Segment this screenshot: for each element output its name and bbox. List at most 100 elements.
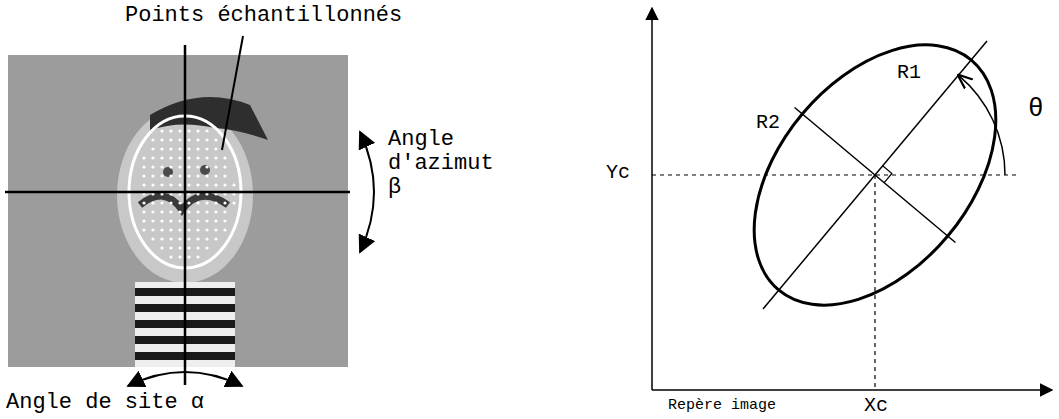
sample-point <box>169 129 172 132</box>
sample-point <box>187 165 190 168</box>
sample-point <box>205 219 208 222</box>
sample-point <box>178 183 181 186</box>
sample-point <box>151 228 154 231</box>
minor-axis <box>795 108 956 243</box>
coordinate-label: Yc <box>606 162 630 184</box>
leader-line <box>222 36 243 150</box>
sample-point <box>151 165 154 168</box>
photo <box>8 55 348 367</box>
sample-point <box>178 201 181 204</box>
sample-point <box>187 237 190 240</box>
sample-point <box>196 237 199 240</box>
sample-point <box>142 201 145 204</box>
sample-point <box>151 138 154 141</box>
sample-point <box>214 201 217 204</box>
sample-point <box>196 165 199 168</box>
angle-symbol: θ <box>1028 95 1044 124</box>
sample-point <box>160 210 163 213</box>
azimuth-arc <box>360 132 374 252</box>
sample-point <box>223 165 226 168</box>
cross-line <box>184 45 187 385</box>
sample-point <box>196 255 199 258</box>
sample-point <box>169 147 172 150</box>
sample-point <box>205 183 208 186</box>
sample-point <box>160 228 163 231</box>
sample-point <box>151 156 154 159</box>
sample-point <box>160 237 163 240</box>
sample-point <box>160 165 163 168</box>
sample-point <box>160 174 163 177</box>
sample-point <box>187 138 190 141</box>
sample-point <box>214 237 217 240</box>
site-arc <box>128 372 242 386</box>
sample-point <box>232 201 235 204</box>
frame-label: Repère image <box>668 398 776 415</box>
sample-point <box>160 138 163 141</box>
sample-point <box>178 174 181 177</box>
sample-point <box>169 237 172 240</box>
sample-point <box>178 237 181 240</box>
sample-point <box>205 237 208 240</box>
sample-point <box>205 156 208 159</box>
sample-point <box>151 210 154 213</box>
sample-point <box>205 174 208 177</box>
sample-point <box>214 174 217 177</box>
sample-point <box>151 183 154 186</box>
sample-point <box>178 228 181 231</box>
major-axis <box>763 41 987 309</box>
sample-point <box>196 219 199 222</box>
sample-point <box>223 219 226 222</box>
yc-guide <box>652 174 1020 175</box>
sample-point <box>214 219 217 222</box>
sample-point <box>160 156 163 159</box>
sample-point <box>187 156 190 159</box>
sample-point <box>169 156 172 159</box>
sample-point <box>223 183 226 186</box>
sample-point <box>205 201 208 204</box>
cross-line <box>5 191 350 194</box>
sample-point <box>223 228 226 231</box>
sample-point <box>142 228 145 231</box>
sample-point <box>169 255 172 258</box>
sample-point <box>178 138 181 141</box>
sample-point <box>160 147 163 150</box>
callout-label: Points échantillonnés <box>125 4 402 28</box>
sample-point <box>223 174 226 177</box>
sample-point <box>187 147 190 150</box>
sample-point <box>178 147 181 150</box>
sample-point <box>196 174 199 177</box>
sample-point <box>169 219 172 222</box>
sample-point <box>196 156 199 159</box>
sample-point <box>160 246 163 249</box>
sample-point <box>205 147 208 150</box>
sample-point <box>187 129 190 132</box>
sample-point <box>151 174 154 177</box>
sample-point <box>169 210 172 213</box>
sample-point <box>178 156 181 159</box>
sample-point <box>196 147 199 150</box>
photo-ground <box>8 55 348 367</box>
sample-point <box>178 129 181 132</box>
sample-point <box>187 201 190 204</box>
ellipse <box>706 0 1044 351</box>
sample-point <box>187 210 190 213</box>
sample-point <box>142 165 145 168</box>
sample-point <box>214 183 217 186</box>
theta-arc <box>959 75 1005 175</box>
eye <box>200 165 210 175</box>
sample-point <box>160 201 163 204</box>
sample-point <box>151 237 154 240</box>
sample-point <box>169 228 172 231</box>
sample-point <box>187 228 190 231</box>
sample-point <box>205 165 208 168</box>
sample-point <box>205 138 208 141</box>
sample-point <box>223 210 226 213</box>
sample-point <box>214 165 217 168</box>
xc-guide <box>874 175 875 390</box>
sample-point <box>214 138 217 141</box>
sample-point <box>232 183 235 186</box>
angle-label: Angle de site α <box>6 391 204 415</box>
sample-point <box>187 174 190 177</box>
sample-point <box>142 174 145 177</box>
sample-point <box>196 129 199 132</box>
